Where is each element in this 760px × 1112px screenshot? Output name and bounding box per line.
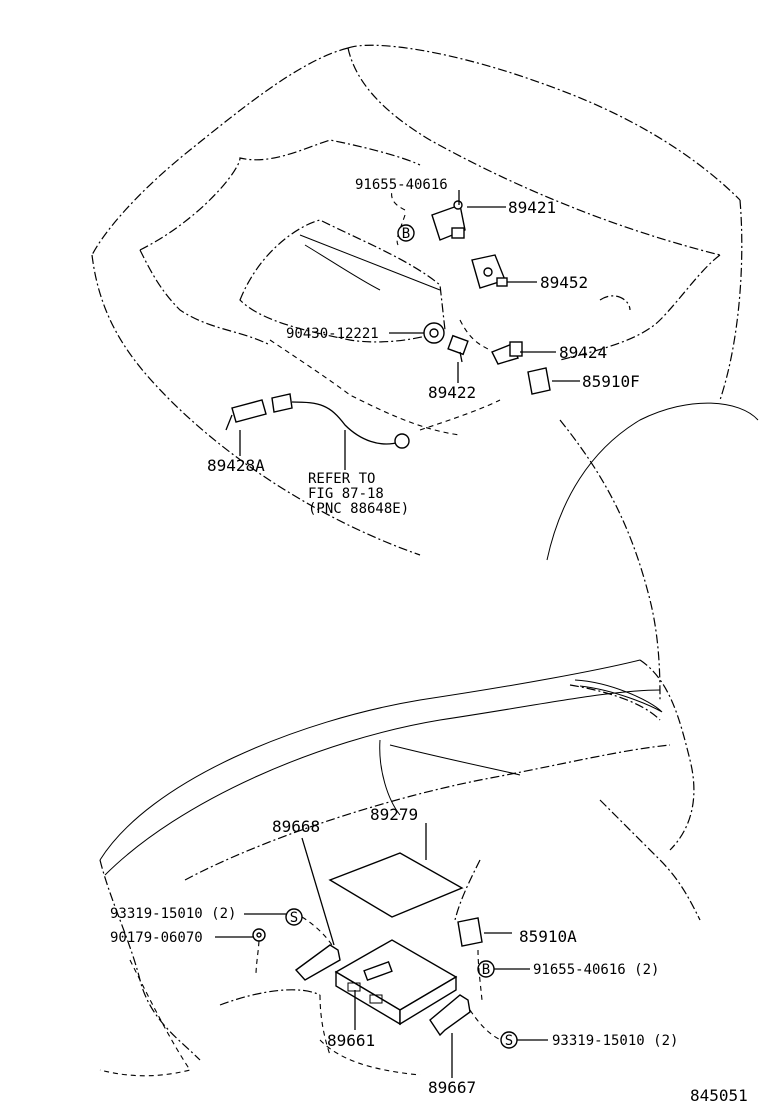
dashboard-outline bbox=[99, 659, 701, 1077]
nut-90179 bbox=[252, 928, 266, 942]
oxygen-sensor-89428A bbox=[225, 393, 410, 449]
bolt-symbol-right-letter: B bbox=[482, 962, 490, 978]
bracket-89668 bbox=[294, 837, 341, 981]
sensor-89422 bbox=[447, 334, 469, 363]
label-89424: 89424 bbox=[559, 343, 607, 362]
screw-symbol-left: S bbox=[285, 908, 303, 926]
label-91655-40616-top: 91655-40616 bbox=[355, 177, 448, 193]
screw-symbol-left-letter: S bbox=[290, 910, 298, 926]
label-89661: 89661 bbox=[327, 1031, 375, 1050]
label-89667: 89667 bbox=[428, 1078, 476, 1097]
relay-85910F bbox=[527, 367, 551, 395]
ecu-89661 bbox=[334, 939, 458, 1026]
bolt-symbol-top: B bbox=[397, 224, 415, 242]
bolt-symbol-right: B bbox=[477, 960, 495, 978]
label-85910A: 85910A bbox=[519, 927, 577, 946]
relay-85910A bbox=[457, 917, 512, 947]
label-90179-06070: 90179-06070 bbox=[110, 930, 203, 946]
bolt-90430 bbox=[423, 322, 445, 344]
label-89452: 89452 bbox=[540, 273, 588, 292]
label-93319-15010-left: 93319-15010 (2) bbox=[110, 906, 236, 922]
bracket-89667 bbox=[319, 994, 471, 1076]
figure-number: 845051 bbox=[690, 1086, 748, 1105]
screw-symbol-right: S bbox=[500, 1031, 518, 1049]
sensor-89421 bbox=[431, 200, 466, 241]
label-89279: 89279 bbox=[370, 805, 418, 824]
label-89428A: 89428A bbox=[207, 456, 265, 475]
sensor-89424 bbox=[491, 341, 523, 365]
label-89421: 89421 bbox=[508, 198, 556, 217]
refer-line-2: FIG 87-18 bbox=[308, 486, 384, 502]
refer-line-3: (PNC 88648E) bbox=[308, 501, 409, 517]
label-90430-12221: 90430-12221 bbox=[286, 326, 379, 342]
label-89422: 89422 bbox=[428, 383, 476, 402]
screw-symbol-right-letter: S bbox=[505, 1033, 513, 1049]
bolt-symbol-letter: B bbox=[402, 226, 410, 242]
refer-line-1: REFER TO bbox=[308, 471, 375, 487]
sensor-89452 bbox=[471, 254, 508, 289]
label-85910F: 85910F bbox=[582, 372, 640, 391]
label-89668: 89668 bbox=[272, 817, 320, 836]
label-93319-15010-right: 93319-15010 (2) bbox=[552, 1033, 678, 1049]
label-91655-40616-right: 91655-40616 (2) bbox=[533, 962, 659, 978]
leader-lines-bottom bbox=[215, 913, 548, 1078]
engine-bay-outline bbox=[91, 44, 759, 701]
panel-89279 bbox=[328, 823, 464, 918]
